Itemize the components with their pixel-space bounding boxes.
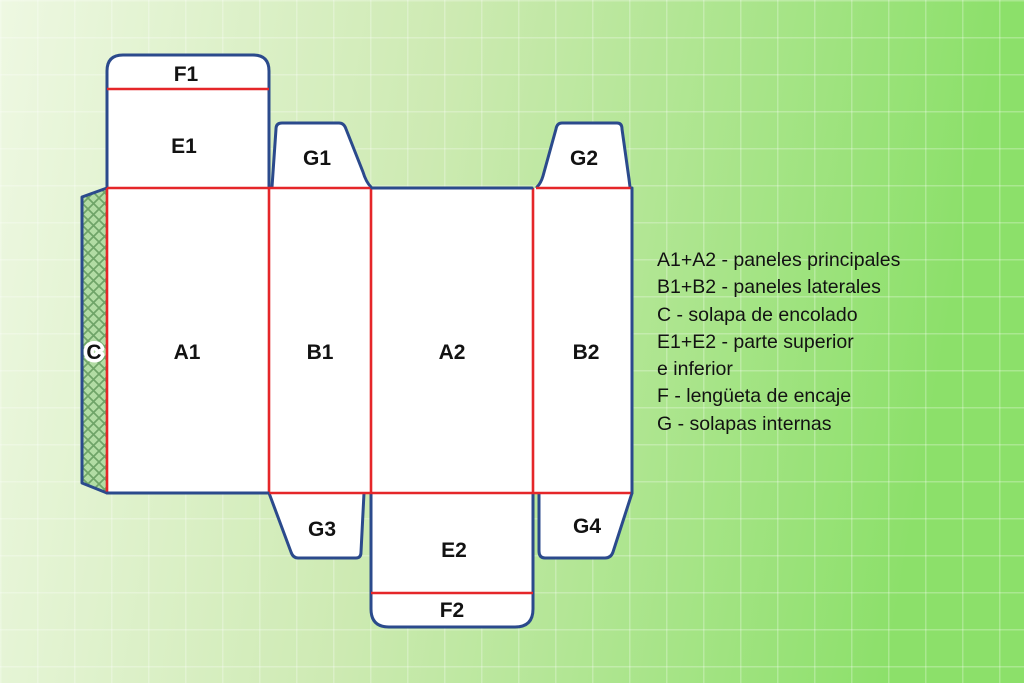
- legend-line-main-panels: A1+A2 - paneles principales: [657, 249, 901, 271]
- flap-g3: [267, 491, 366, 560]
- main-panel-band: [107, 188, 632, 493]
- flap-g4: [537, 491, 634, 560]
- flap-g2: [535, 121, 632, 189]
- label-g1: G1: [303, 147, 331, 170]
- label-a2: A2: [439, 341, 466, 364]
- flap-g1: [270, 121, 373, 189]
- legend-line-glue-flap: C - solapa de encolado: [657, 303, 858, 326]
- legend-line-top-bottom-2: e inferior: [657, 358, 733, 381]
- panel-labels: F1 E1 G1 G2 C A1 B1 A2 B2 G3 G4 E2 F2: [83, 63, 601, 622]
- label-e2: E2: [441, 539, 467, 562]
- cut-lines: [105, 186, 634, 495]
- legend-line-top-bottom-1: E1+E2 - parte superior: [657, 330, 854, 353]
- label-e1: E1: [171, 135, 197, 158]
- label-f2: F2: [440, 599, 465, 622]
- legend-line-inner-flaps: G - solapas internas: [657, 412, 832, 435]
- label-a1: A1: [174, 341, 201, 364]
- label-b1: B1: [307, 341, 334, 364]
- glue-flap-c: [80, 186, 109, 495]
- label-g3: G3: [308, 518, 336, 541]
- label-c: C: [86, 341, 101, 364]
- label-f1: F1: [174, 63, 199, 86]
- label-g4: G4: [573, 515, 601, 538]
- legend-line-side-panels: B1+B2 - paneles laterales: [657, 276, 881, 299]
- label-b2: B2: [573, 341, 600, 364]
- legend: A1+A2 - paneles principales B1+B2 - pane…: [657, 247, 900, 438]
- fold-lines: [105, 87, 631, 595]
- legend-line-tuck-tab: F - lengüeta de encaje: [657, 385, 852, 408]
- label-g2: G2: [570, 147, 598, 170]
